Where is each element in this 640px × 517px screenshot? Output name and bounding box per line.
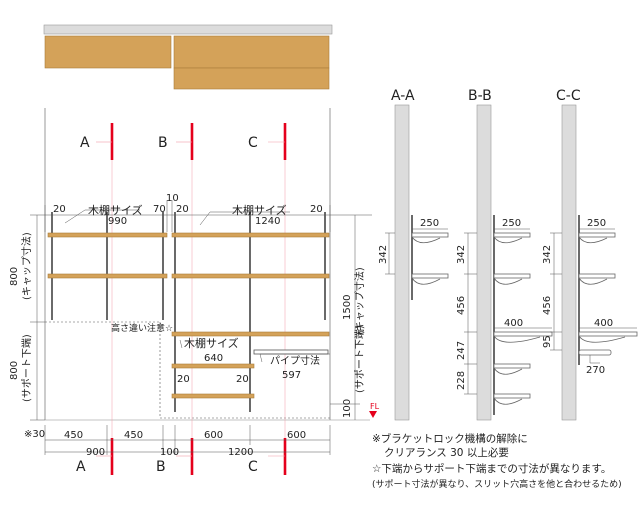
dim-600b: 600 [287,430,306,441]
dim-20c: 20 [310,204,323,215]
dim-900: 900 [86,447,105,458]
cc-dim-400: 400 [594,318,613,329]
dim-600a: 600 [204,430,223,441]
right-lower-desc: (サポート下端) [353,325,366,393]
cc-dim-342: 342 [542,245,553,264]
dim-100: 100 [160,447,179,458]
shelf-size-label-pipe: 木棚サイズ [184,336,239,350]
panel-cc [561,104,577,421]
section-title-bb: B-B [468,88,492,104]
cc-dim-456: 456 [542,296,553,315]
dim-20b: 20 [176,204,189,215]
bb-dim-228: 228 [456,371,467,390]
bb-dim-456: 456 [456,296,467,315]
front-elevation [44,108,370,460]
section-title-cc: C-C [556,88,581,104]
bb-dim-342: 342 [456,245,467,264]
bb-dim-247: 247 [456,341,467,360]
bb-dim-400: 400 [504,318,523,329]
panel-bb [476,104,492,421]
plan-view [43,24,333,90]
dim-1240: 1240 [255,216,280,227]
section-label-b-top: B [158,135,168,151]
fl-label: FL [370,402,380,411]
dim-20a: 20 [53,204,66,215]
dim-640: 640 [204,353,223,364]
section-markers [110,123,287,475]
right-upper-desc: (キャップ寸法) [353,267,366,335]
note-line-1: ※ブラケットロック機構の解除に [372,432,528,445]
dim-450b: 450 [124,430,143,441]
panel-aa [394,104,410,421]
left-lower-value: 800 [9,361,20,380]
cc-dim-95: 95 [542,335,553,348]
left-lower-desc: (サポート下端) [20,334,33,402]
dim-597: 597 [282,370,301,381]
shelf-left-middle [47,273,168,279]
dim-70: 70 [153,204,166,215]
fl-marker [369,411,377,418]
pipe-size-label: パイプ寸法 [270,354,320,367]
note-line-4: (サポート寸法が異なり、スリット穴高さを他と合わせるため) [372,478,622,490]
cc-shelves [578,215,638,365]
section-label-c-top: C [248,135,258,151]
section-label-c-bottom: C [248,459,258,475]
note-line-3: ☆下端からサポート下端までの寸法が異なります。 [372,462,611,475]
left-upper-value: 800 [9,267,20,286]
plan-shelf-left [44,35,172,69]
section-label-a-bottom: A [76,459,86,475]
bottom-dimension-lines [44,425,331,455]
cc-dim-250: 250 [587,218,606,229]
dim-30: ※30 [24,429,45,440]
section-title-aa: A-A [391,88,415,104]
shelf-size-label-right: 木棚サイズ [232,203,287,217]
support-pipes [51,212,326,412]
right-upper-value: 1500 [342,295,353,320]
section-label-b-bottom: B [156,459,166,475]
hanging-pipe [253,349,329,355]
shelf-right-low [171,331,330,337]
top-dimension-lines [44,200,331,232]
dim-20-right: 20 [236,374,249,385]
plan-shelf-right-bottom [173,67,330,90]
left-vertical-dims [30,214,45,421]
right-vertical-dims [330,214,372,420]
front-shelves [47,232,330,399]
aa-dim-250: 250 [420,218,439,229]
dim-990: 990 [108,216,127,227]
shelf-pipe-upper [171,363,255,369]
shelf-size-label-left: 木棚サイズ [88,203,143,217]
bb-dim-250: 250 [502,218,521,229]
shelf-right-top [171,232,330,238]
plan-shelf-right-top [173,35,330,69]
shelf-left-top [47,232,168,238]
shelf-right-middle [171,273,330,279]
dim-450a: 450 [64,430,83,441]
cc-dim-270: 270 [586,365,605,376]
note-line-2: クリアランス 30 以上必要 [384,446,509,459]
section-label-a-top: A [80,135,90,151]
right-lower-value: 100 [342,399,353,418]
dim-20-left: 20 [177,374,190,385]
height-note: 高さ違い注意☆ [111,322,173,334]
shelf-pipe-lower [171,393,255,399]
dim-1200: 1200 [228,447,253,458]
ceiling-bar [43,24,333,35]
dim-10: 10 [166,193,179,204]
bb-shelves [493,215,553,415]
aa-dim-342: 342 [378,245,389,264]
left-upper-desc: (キャップ寸法) [20,232,33,300]
